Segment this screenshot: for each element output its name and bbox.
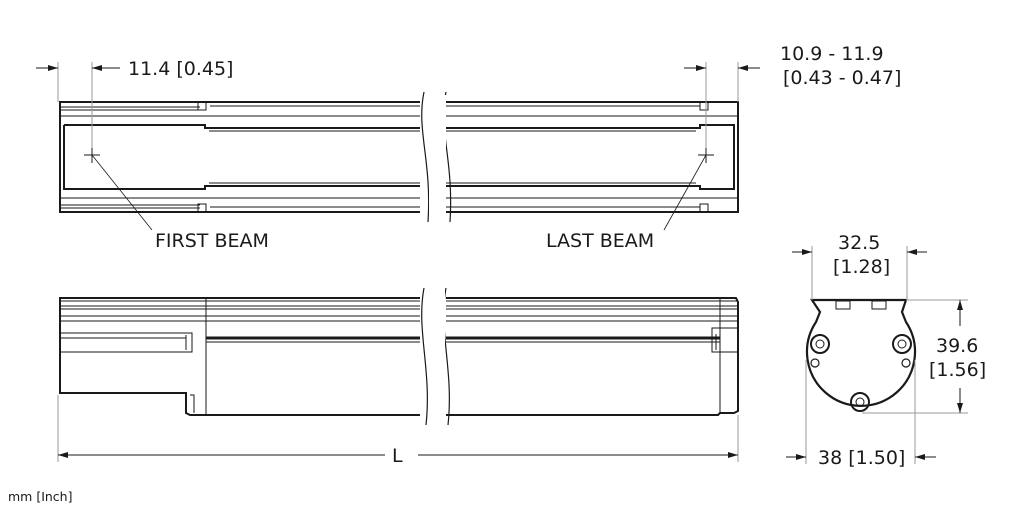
screw-icon [810, 334, 830, 354]
first-beam-dimension: 11.4 [0.45] [36, 58, 233, 148]
last-beam-offset-in: [0.43 - 0.47] [783, 67, 901, 89]
units-label: mm [Inch] [8, 489, 72, 504]
height-dimension: 39.6 [1.56] [862, 299, 986, 414]
last-beam-label: LAST BEAM [546, 230, 654, 252]
last-beam-offset-mm: 10.9 - 11.9 [780, 43, 884, 65]
body-width-dimension: 38 [1.50] [786, 360, 936, 469]
side-view [59, 287, 739, 426]
first-beam-label: FIRST BEAM [155, 230, 269, 252]
last-beam-dimension: 10.9 - 11.9 [0.43 - 0.47] [684, 43, 901, 148]
first-beam-offset-text: 11.4 [0.45] [128, 58, 233, 80]
screw-icon [850, 392, 870, 412]
top-view [59, 91, 739, 231]
end-width-in: [1.28] [833, 256, 890, 278]
end-width-mm: 32.5 [838, 232, 880, 254]
body-width-text: 38 [1.50] [818, 447, 905, 469]
end-view [805, 298, 917, 412]
height-in: [1.56] [929, 359, 986, 381]
screw-icon [892, 334, 912, 354]
end-width-dimension: 32.5 [1.28] [792, 232, 927, 300]
height-mm: 39.6 [936, 335, 978, 357]
length-label: L [392, 445, 403, 467]
length-dimension: L [57, 395, 739, 467]
